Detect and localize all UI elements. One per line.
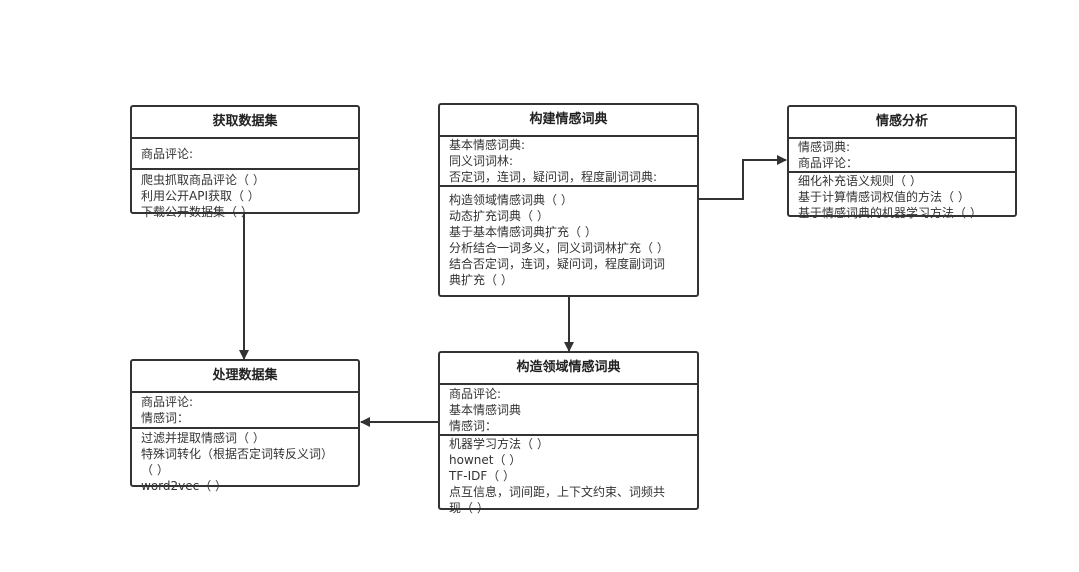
acquire-dataset-box: 获取数据集 商品评论: 爬虫抓取商品评论（ ） 利用公开API获取（ ） 下载公… (130, 105, 360, 219)
build-lexicon-box: 构建情感词典 基本情感词典: 同义词词林: 否定词，连词，疑问词，程度副词词典:… (438, 103, 699, 297)
sentiment-analysis-title: 情感分析 (789, 107, 1015, 139)
method: 细化补充语义规则（ ） (798, 174, 922, 188)
method: 动态扩充词典（ ） (449, 209, 549, 223)
method: TF-IDF（ ） (449, 469, 516, 483)
build-lexicon-attributes: 基本情感词典: 同义词词林: 否定词，连词，疑问词，程度副词词典: (440, 137, 697, 187)
attribute: 基本情感词典 (449, 403, 522, 417)
method: 基于计算情感词权值的方法（ ） (798, 190, 970, 204)
build-lexicon-title: 构建情感词典 (440, 105, 697, 137)
sentiment-analysis-methods: 细化补充语义规则（ ） 基于计算情感词权值的方法（ ） 基于情感词典的机器学习方… (789, 173, 1015, 223)
method: 特殊词转化（根据否定词转反义词） (141, 447, 334, 461)
method: 利用公开API获取（ ） (141, 189, 260, 203)
method: hownet（ ） (449, 453, 522, 467)
method: 机器学习方法（ ） (449, 437, 549, 451)
method: （ ） (141, 463, 169, 477)
domain-lexicon-methods: 机器学习方法（ ） hownet（ ） TF-IDF（ ） 点互信息，词间距，上… (440, 436, 697, 518)
method: 分析结合一词多义，同义词词林扩充（ ） (449, 241, 669, 255)
attribute: 基本情感词典: (449, 138, 526, 152)
attribute: 商品评论： (798, 156, 859, 170)
attribute: 否定词，连词，疑问词，程度副词词典: (449, 170, 658, 184)
attribute: 情感词： (141, 411, 190, 425)
build-lexicon-methods: 构造领域情感词典（ ） 动态扩充词典（ ） 基于基本情感词典扩充（ ） 分析结合… (440, 187, 697, 290)
method: 点互信息，词间距，上下文约束、词频共 (449, 485, 666, 499)
method: 下载公开数据集（ ） (141, 205, 253, 219)
acquire-dataset-methods: 爬虫抓取商品评论（ ） 利用公开API获取（ ） 下载公开数据集（ ） (132, 170, 358, 222)
process-dataset-methods: 过滤并提取情感词（ ） 特殊词转化（根据否定词转反义词） （ ） word2ve… (132, 429, 358, 496)
acquire-dataset-title: 获取数据集 (132, 107, 358, 139)
attribute: 商品评论: (449, 387, 502, 401)
attribute: 商品评论: (141, 147, 194, 161)
attribute: 同义词词林: (449, 154, 514, 168)
domain-lexicon-title: 构造领域情感词典 (440, 353, 697, 385)
acquire-dataset-attributes: 商品评论: (132, 139, 358, 170)
method: 结合否定词，连词，疑问词，程度副词词 (449, 257, 666, 271)
method: 过滤并提取情感词（ ） (141, 431, 265, 445)
attribute: 商品评论: (141, 395, 194, 409)
arrow-build-to-analysis (699, 155, 787, 200)
process-dataset-attributes: 商品评论: 情感词： (132, 393, 358, 429)
method: 基于基本情感词典扩充（ ） (449, 225, 597, 239)
method: 现（ ） (449, 501, 489, 515)
method: word2vec（ ） (141, 479, 228, 493)
domain-lexicon-box: 构造领域情感词典 商品评论: 基本情感词典 情感词： 机器学习方法（ ） how… (438, 351, 699, 515)
method: 构造领域情感词典（ ） (449, 193, 573, 207)
process-dataset-title: 处理数据集 (132, 361, 358, 393)
process-dataset-box: 处理数据集 商品评论: 情感词： 过滤并提取情感词（ ） 特殊词转化（根据否定词… (130, 359, 360, 493)
method: 爬虫抓取商品评论（ ） (141, 173, 265, 187)
sentiment-analysis-attributes: 情感词典: 商品评论： (789, 139, 1015, 173)
attribute: 情感词： (449, 419, 498, 433)
attribute: 情感词典: (798, 140, 851, 154)
domain-lexicon-attributes: 商品评论: 基本情感词典 情感词： (440, 385, 697, 436)
method: 基于情感词典的机器学习方法（ ） (798, 206, 982, 220)
method: 典扩充（ ） (449, 273, 513, 287)
sentiment-analysis-box: 情感分析 情感词典: 商品评论： 细化补充语义规则（ ） 基于计算情感词权值的方… (787, 105, 1017, 220)
